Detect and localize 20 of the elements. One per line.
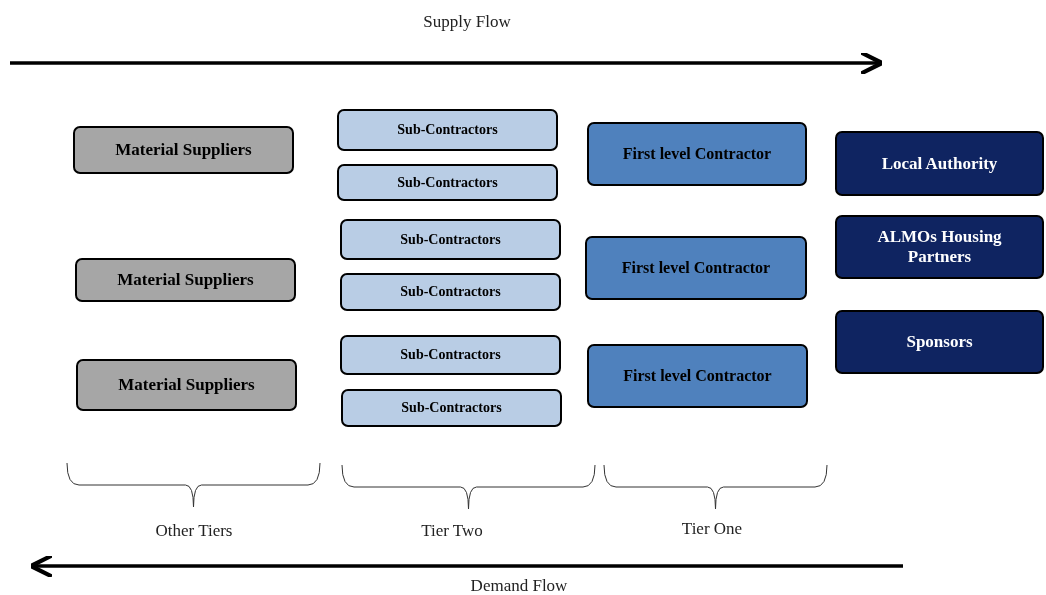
- client-box: ALMOs Housing Partners: [835, 215, 1044, 279]
- client-box: Sponsors: [835, 310, 1044, 374]
- client-box: Local Authority: [835, 131, 1044, 196]
- subcontractor-box: Sub-Contractors: [341, 389, 562, 427]
- contractor-box: First level Contractor: [587, 122, 807, 186]
- contractor-box: First level Contractor: [587, 344, 808, 408]
- contractor-box: First level Contractor: [585, 236, 807, 300]
- supplier-box: Material Suppliers: [76, 359, 297, 411]
- subcontractor-box: Sub-Contractors: [337, 109, 558, 151]
- tier-label: Tier Two: [421, 521, 483, 541]
- tier-label: Other Tiers: [155, 521, 233, 541]
- subcontractor-box: Sub-Contractors: [340, 219, 561, 260]
- supplier-box: Material Suppliers: [75, 258, 296, 302]
- subcontractor-box: Sub-Contractors: [340, 273, 561, 311]
- subcontractor-box: Sub-Contractors: [337, 164, 558, 201]
- subcontractor-box: Sub-Contractors: [340, 335, 561, 375]
- tier-label: Tier One: [681, 519, 743, 539]
- flow-label: Demand Flow: [470, 576, 568, 595]
- flow-label: Supply Flow: [423, 12, 511, 32]
- supplier-box: Material Suppliers: [73, 126, 294, 174]
